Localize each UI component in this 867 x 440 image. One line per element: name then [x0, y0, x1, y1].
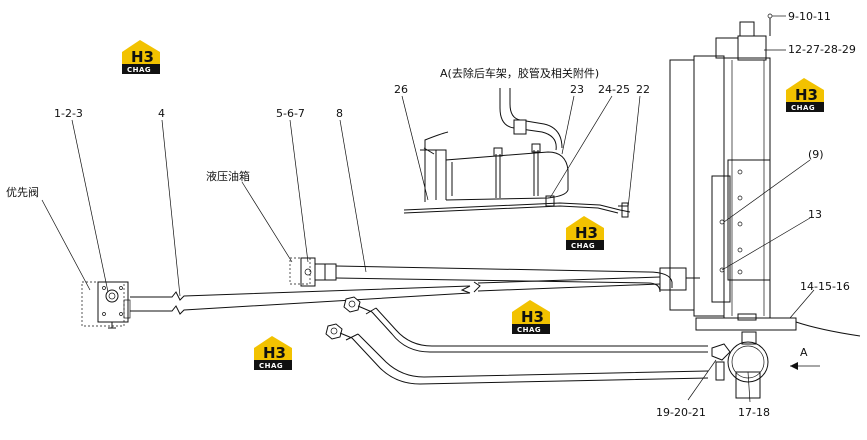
- watermark-letters: H3: [263, 344, 286, 362]
- watermark-brand: CHAG: [259, 362, 283, 370]
- steering-hoses-drawing: [325, 296, 709, 385]
- label-view-a-note: A(去除后车架，胶管及相关附件): [440, 66, 599, 80]
- watermark-brand: CHAG: [791, 104, 815, 112]
- leader-lines: [41, 15, 820, 403]
- watermark-letters: H3: [575, 224, 598, 242]
- watermark-logo-5: H3 CHAG: [254, 336, 292, 370]
- watermark-letters: H3: [795, 86, 818, 104]
- label-part-12-27-28-29: 12-27-28-29: [788, 43, 856, 56]
- label-part-14-15-16: 14-15-16: [800, 280, 850, 293]
- watermark-logo-1: H3 CHAG: [122, 40, 160, 74]
- pump-drawing: [711, 331, 769, 399]
- callout-labels: 1-2-3 4 优先阀 5-6-7 8 液压油箱 A(去除后车架，胶管及相关附件…: [6, 10, 856, 419]
- priority-valve-drawing: [81, 281, 131, 329]
- watermark-brand: CHAG: [571, 242, 595, 250]
- pipe-8-drawing: [289, 257, 673, 293]
- label-part-9-ref: (9): [808, 148, 824, 161]
- label-part-8: 8: [336, 107, 343, 120]
- label-view-a-arrow: A: [800, 346, 808, 359]
- watermark-letters: H3: [521, 308, 544, 326]
- label-part-17-18: 17-18: [738, 406, 770, 419]
- label-part-24-25: 24-25: [598, 83, 630, 96]
- label-part-9-10-11: 9-10-11: [788, 10, 831, 23]
- label-part-4: 4: [158, 107, 165, 120]
- pipe-4-drawing: [130, 276, 661, 315]
- watermark-logo-3: H3 CHAG: [566, 216, 604, 250]
- watermark-letters: H3: [131, 48, 154, 66]
- label-part-1-2-3: 1-2-3: [54, 107, 83, 120]
- label-part-19-20-21: 19-20-21: [656, 406, 706, 419]
- watermark-brand: CHAG: [517, 326, 541, 334]
- radiator-assembly-drawing: [659, 13, 861, 337]
- watermark-logo-4: H3 CHAG: [512, 300, 550, 334]
- label-part-13: 13: [808, 208, 822, 221]
- view-a-detail-drawing: [403, 88, 631, 218]
- label-part-5-6-7: 5-6-7: [276, 107, 305, 120]
- watermark-brand: CHAG: [127, 66, 151, 74]
- label-part-26: 26: [394, 83, 408, 96]
- label-priority-valve: 优先阀: [6, 185, 39, 199]
- label-part-23: 23: [570, 83, 584, 96]
- label-part-22: 22: [636, 83, 650, 96]
- label-hydraulic-tank: 液压油箱: [206, 169, 250, 183]
- watermark-logo-2: H3 CHAG: [786, 78, 824, 112]
